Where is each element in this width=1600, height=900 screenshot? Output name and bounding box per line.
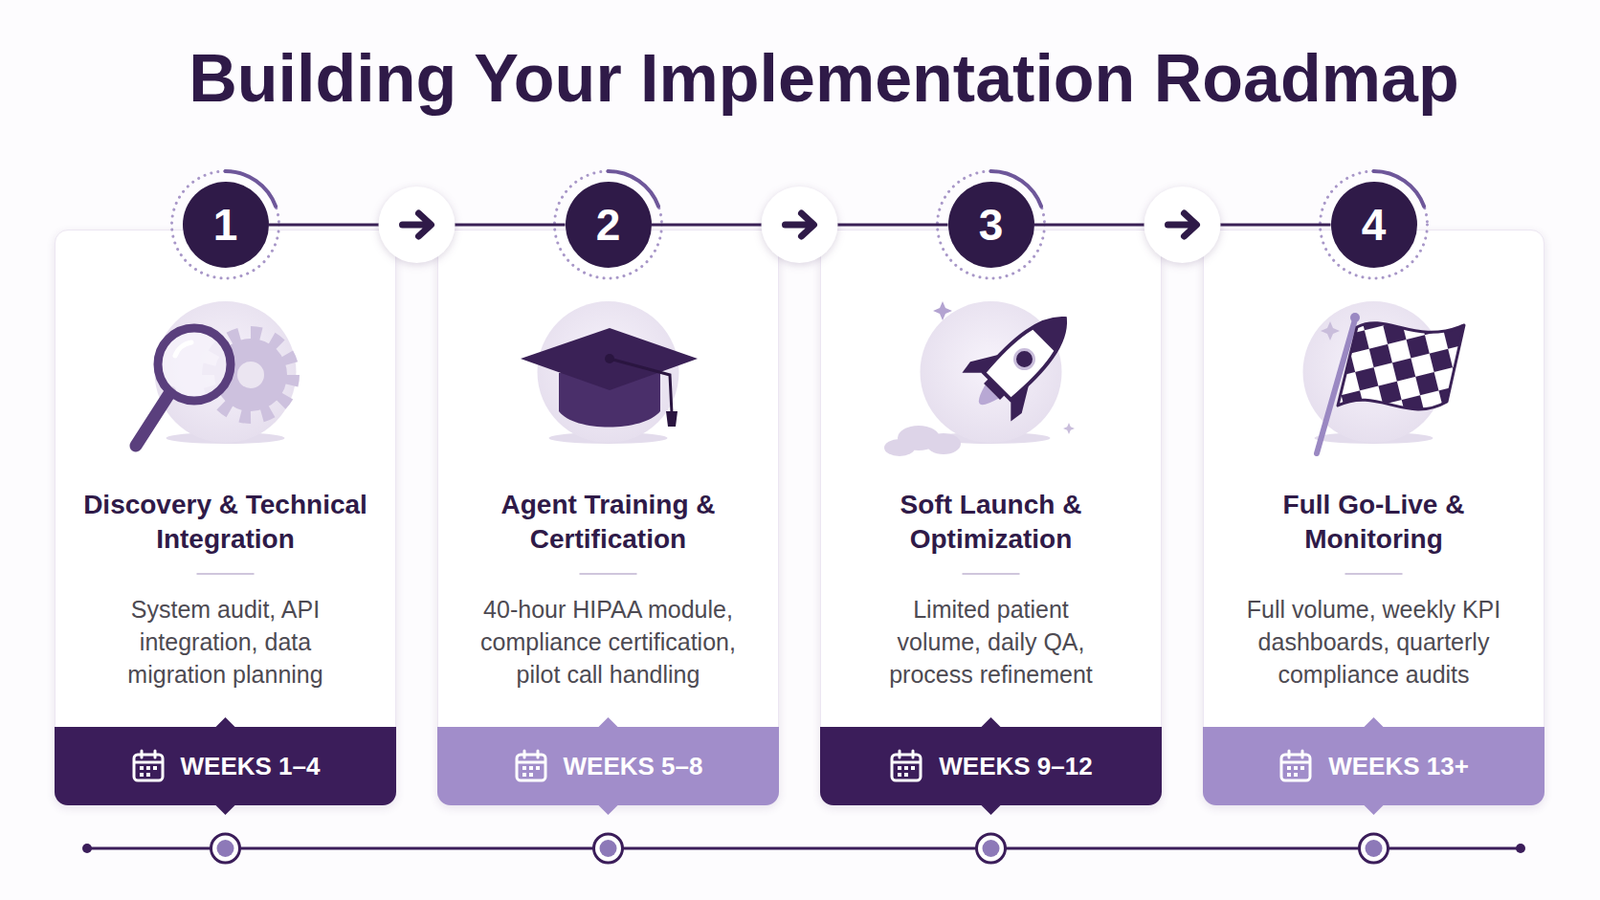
timeline-marker-dot: [217, 840, 235, 858]
step-card: Full Go-Live & MonitoringFull volume, we…: [1202, 229, 1545, 806]
timeline-marker-dot: [1365, 840, 1383, 858]
step-number: 3: [978, 202, 1004, 247]
step-card: Agent Training & Certification 40-hour HI…: [437, 229, 779, 806]
arrow-head: [1168, 213, 1198, 237]
weeks-band: WEEKS 13+: [1202, 727, 1545, 806]
weeks-label: WEEKS 9–12: [938, 752, 1092, 782]
weeks-label: WEEKS 1–4: [180, 752, 321, 782]
arrow-head: [785, 213, 815, 237]
step-number: 2: [596, 202, 622, 247]
weeks-band: WEEKS 1–4: [54, 727, 397, 806]
step-number: 1: [213, 202, 239, 247]
connector-line: [1034, 223, 1332, 227]
weeks-band: WEEKS 5–8: [437, 727, 779, 806]
diagram-title: Building Your Implementation Roadmap: [177, 40, 1470, 117]
step-heading: Soft Launch & Optimization: [847, 488, 1135, 557]
step-heading: Full Go-Live & Monitoring: [1230, 488, 1518, 557]
timeline-marker-dot: [600, 840, 618, 858]
step-description: 40-hour HIPAA module, compliance certifi…: [474, 593, 743, 691]
step-description: Full volume, weekly KPI dashboards, quar…: [1240, 593, 1509, 691]
step-description: System audit, API integration, data migr…: [106, 593, 346, 691]
weeks-label: WEEKS 5–8: [563, 752, 704, 782]
band-notch: [1363, 804, 1385, 816]
step-number-circle: 2: [565, 181, 652, 268]
step-heading: Discovery & Technical Integration: [82, 488, 370, 557]
timeline-line: [87, 847, 1521, 851]
step-description: Limited patient volume, daily QA, proces…: [857, 593, 1126, 691]
timeline-end: [82, 844, 92, 854]
weeks-label: WEEKS 13+: [1328, 752, 1469, 782]
timeline-marker: [1359, 834, 1389, 864]
timeline-end: [1515, 844, 1526, 854]
band-notch: [215, 804, 237, 816]
step-card: Discovery & Technical IntegrationSystem …: [54, 229, 397, 806]
band-notch: [598, 804, 620, 816]
step-number-circle: 1: [182, 181, 269, 268]
timeline-marker: [977, 834, 1006, 864]
connector-line: [268, 223, 566, 227]
step-card: Soft Launch & OptimizationLimited patien…: [820, 229, 1162, 806]
step-number: 4: [1361, 202, 1387, 247]
step-number-circle: 4: [1331, 181, 1418, 268]
step-number-circle: 3: [948, 181, 1035, 268]
timeline-marker-dot: [982, 840, 1000, 858]
timeline-marker: [211, 834, 241, 864]
connector-line: [651, 223, 949, 227]
timeline-marker: [594, 834, 623, 864]
arrow-head: [402, 213, 432, 237]
weeks-band: WEEKS 9–12: [820, 727, 1162, 806]
band-notch: [980, 804, 1002, 816]
step-heading: Agent Training & Certification: [465, 488, 753, 557]
